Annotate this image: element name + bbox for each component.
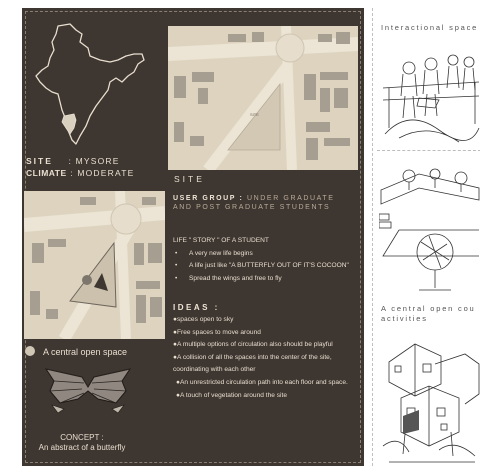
india-map-icon	[35, 23, 145, 145]
ideas-list: ●spaces open to sky ●Free spaces to move…	[173, 314, 355, 402]
idea-item: ●A touch of vegetation around the site	[176, 391, 288, 399]
idea-item: ●A collision of all the spaces into the …	[173, 353, 332, 374]
story-item: A life just like "A BUTTERFLY OUT OF IT'…	[173, 260, 351, 273]
user-group-heading: USER GROUP : UNDER GRADUATE AND POST GRA…	[173, 194, 353, 212]
concept-title: CONCEPT :	[60, 433, 104, 442]
site-map-top: SITE	[168, 26, 358, 170]
idea-item: ●spaces open to sky	[173, 316, 234, 323]
legend-label: A central open space	[43, 347, 128, 357]
presentation-panel: SITE : MYSORE CLIMATE : MODERATE	[22, 8, 364, 466]
story-heading: LIFE " STORY " OF A STUDENT	[173, 237, 269, 244]
site-info: SITE : MYSORE CLIMATE : MODERATE	[26, 156, 135, 178]
site-value: MYSORE	[75, 156, 120, 166]
legend-dot-icon	[25, 346, 35, 356]
sketch-panel: Interactional space A central open cou a…	[372, 8, 480, 466]
idea-item: ●An unrestricted circulation path into e…	[176, 378, 348, 386]
concept-description: An abstract of a butterfly	[38, 443, 126, 452]
climate-label: CLIMATE	[26, 168, 67, 178]
user-group-label: USER GROUP :	[173, 195, 244, 202]
story-item: A very new life begins	[173, 248, 351, 261]
legend: A central open space	[25, 346, 127, 357]
story-item: Spread the wings and free to fly	[173, 273, 351, 286]
interactional-space-sketch-icon	[382, 54, 480, 143]
site-map-road-label: SITE	[250, 112, 259, 117]
climate-value: MODERATE	[77, 168, 135, 178]
central-open-space-marker	[82, 275, 92, 285]
central-open-court-line1: A central open cou	[381, 304, 476, 313]
concept-caption: CONCEPT : An abstract of a butterfly	[22, 433, 142, 453]
user-group-value: UNDER GRADUATE AND POST GRADUATE STUDENT…	[173, 195, 335, 211]
central-open-court-title: A central open cou activities	[381, 304, 476, 324]
ideas-title: IDEAS :	[173, 303, 220, 312]
idea-item: ●A multiple options of circulation also …	[173, 341, 333, 349]
site-label: SITE	[26, 156, 53, 166]
idea-item: ●Free spaces to move around	[173, 328, 261, 336]
central-open-court-line2: activities	[381, 314, 428, 323]
site-map-zoom	[24, 191, 165, 339]
sketch-separator	[377, 150, 480, 151]
open-space-sketch-icon	[379, 168, 480, 291]
site-map-caption: SITE	[174, 174, 205, 184]
interactional-space-title: Interactional space	[381, 23, 479, 32]
story-section: LIFE " STORY " OF A STUDENT A very new l…	[173, 235, 351, 285]
butterfly-concept-icon	[44, 368, 132, 414]
building-sketch-icon	[382, 343, 480, 463]
